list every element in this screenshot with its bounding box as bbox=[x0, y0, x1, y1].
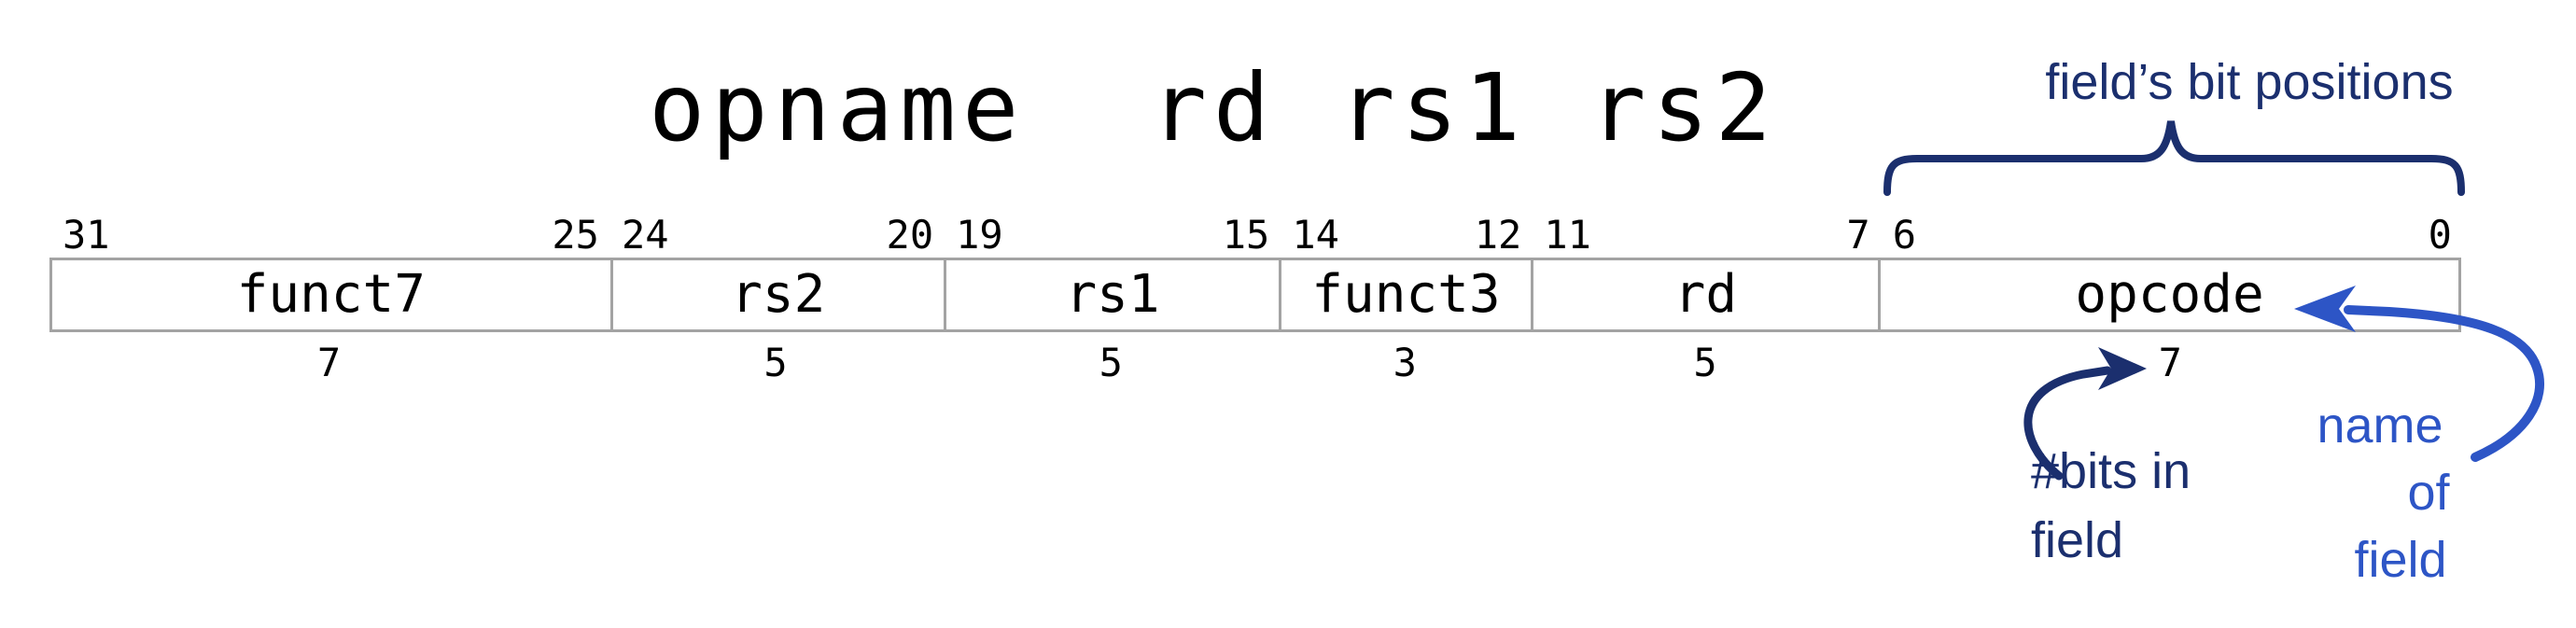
lo-bit-label: 0 bbox=[2428, 212, 2452, 258]
name-of-field-annotation: name of field bbox=[2277, 392, 2483, 593]
field-cell-rs1: rs1 bbox=[943, 260, 1280, 329]
bit-range-rd: 11 7 bbox=[1531, 213, 1879, 258]
field-cell-rd: rd bbox=[1530, 260, 1879, 329]
hi-bit-label: 24 bbox=[621, 212, 669, 258]
bit-range-opcode: 6 0 bbox=[1880, 213, 2461, 258]
hi-bit-label: 31 bbox=[63, 212, 110, 258]
field-row: funct7 rs2 rs1 funct3 rd opcode bbox=[49, 258, 2461, 332]
field-cell-rs2: rs2 bbox=[609, 260, 944, 329]
bit-positions-annotation: field’s bit positions bbox=[2045, 54, 2454, 110]
hi-bit-label: 6 bbox=[1892, 212, 1916, 258]
field-cell-opcode: opcode bbox=[1878, 260, 2458, 329]
lo-bit-label: 12 bbox=[1474, 212, 1522, 258]
instruction-syntax-title: opname rd rs1 rs2 bbox=[649, 53, 1778, 162]
bit-count-funct3: 3 bbox=[1393, 340, 1417, 385]
hi-bit-label: 19 bbox=[956, 212, 1003, 258]
bit-counts-row: 7 5 5 3 5 7 bbox=[49, 342, 2461, 384]
lo-bit-label: 7 bbox=[1846, 212, 1870, 258]
bit-count-rd: 5 bbox=[1693, 340, 1717, 385]
bit-count-opcode: 7 bbox=[2158, 340, 2182, 385]
bits-in-field-annotation: #bits in field bbox=[2031, 437, 2191, 575]
name-of-field-line2: of bbox=[2407, 465, 2450, 521]
overbrace-icon bbox=[1883, 120, 2465, 196]
bit-range-funct7: 31 25 bbox=[49, 213, 609, 258]
bit-count-funct7: 7 bbox=[316, 340, 342, 385]
bit-range-rs2: 24 20 bbox=[609, 213, 943, 258]
bit-positions-row: 31 25 24 20 19 15 14 12 11 7 6 0 bbox=[49, 213, 2461, 258]
bit-count-rs1: 5 bbox=[1099, 340, 1123, 385]
hi-bit-label: 14 bbox=[1292, 212, 1339, 258]
name-of-field-line1: name bbox=[2317, 398, 2443, 454]
bit-count-rs2: 5 bbox=[763, 340, 788, 385]
field-cell-funct7: funct7 bbox=[52, 260, 610, 329]
bit-range-rs1: 19 15 bbox=[943, 213, 1279, 258]
field-cell-funct3: funct3 bbox=[1279, 260, 1531, 329]
instruction-format: 31 25 24 20 19 15 14 12 11 7 6 0 bbox=[49, 213, 2461, 384]
name-of-field-line3: field bbox=[2354, 532, 2447, 588]
lo-bit-label: 25 bbox=[552, 212, 599, 258]
bits-in-field-line1: #bits in bbox=[2031, 443, 2191, 499]
bits-in-field-line2: field bbox=[2031, 512, 2124, 568]
hi-bit-label: 11 bbox=[1544, 212, 1591, 258]
lo-bit-label: 20 bbox=[886, 212, 934, 258]
lo-bit-label: 15 bbox=[1222, 212, 1270, 258]
bit-range-funct3: 14 12 bbox=[1279, 213, 1531, 258]
